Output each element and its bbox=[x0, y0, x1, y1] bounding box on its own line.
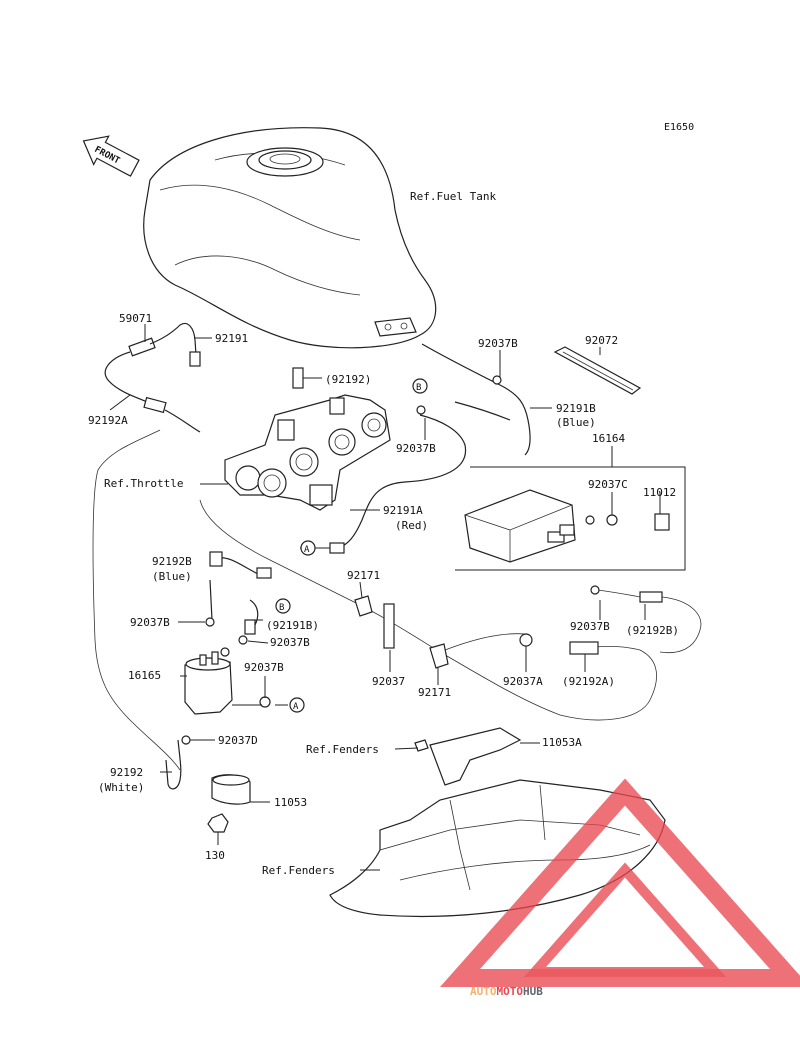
label-130: 130 bbox=[205, 849, 225, 862]
label-92191: 92191 bbox=[215, 332, 248, 345]
marker-a-left: A bbox=[300, 540, 316, 556]
label-92037b-2: 92037B bbox=[396, 442, 436, 455]
label-92191b-color: (Blue) bbox=[556, 416, 596, 429]
label-92037b-3: 92037B bbox=[130, 616, 170, 629]
label-92192a: 92192A bbox=[88, 414, 128, 427]
label-92037: 92037 bbox=[372, 675, 405, 688]
fenders bbox=[329, 727, 666, 918]
label-11053a: 11053A bbox=[542, 736, 582, 749]
label-92037a: 92037A bbox=[503, 675, 543, 688]
fuel-filter bbox=[184, 651, 233, 715]
label-92191b-paren: (92191B) bbox=[266, 619, 319, 632]
watermark-text: AUTOMOTOHUB bbox=[470, 985, 543, 998]
svg-text:A: A bbox=[293, 702, 299, 712]
label-92037b-6: 92037B bbox=[244, 661, 284, 674]
label-92192-paren: (92192) bbox=[325, 373, 371, 386]
label-92192-color: (White) bbox=[98, 781, 144, 794]
marker-b-mid: B bbox=[275, 598, 291, 614]
front-arrow: FRONT bbox=[82, 135, 140, 177]
label-59071: 59071 bbox=[119, 312, 152, 325]
label-11012: 11012 bbox=[643, 486, 676, 499]
label-92171-1: 92171 bbox=[347, 569, 380, 582]
svg-text:B: B bbox=[416, 383, 421, 393]
label-92037b-5: 92037B bbox=[570, 620, 610, 633]
marker-b-top: B bbox=[412, 378, 428, 394]
label-92192a-paren: (92192A) bbox=[562, 675, 615, 688]
label-92037b-1: 92037B bbox=[478, 337, 518, 350]
label-92072: 92072 bbox=[585, 334, 618, 347]
band-92072 bbox=[553, 346, 642, 395]
watermark-logo bbox=[439, 778, 800, 987]
label-92037d: 92037D bbox=[218, 734, 258, 747]
label-92191b: 92191B bbox=[556, 402, 596, 415]
throttle-body bbox=[224, 394, 391, 511]
fuel-tank bbox=[143, 127, 437, 349]
label-92191a: 92191A bbox=[383, 504, 423, 517]
svg-text:A: A bbox=[304, 545, 310, 555]
label-11053: 11053 bbox=[274, 796, 307, 809]
ref-throttle: Ref.Throttle bbox=[104, 477, 183, 490]
label-ref-fenders-1: Ref.Fenders bbox=[306, 743, 379, 756]
svg-text:B: B bbox=[279, 603, 284, 613]
canister bbox=[455, 466, 686, 571]
diagram-code: E1650 bbox=[664, 122, 694, 133]
label-16164: 16164 bbox=[592, 432, 625, 445]
label-92037b-4: 92037B bbox=[270, 636, 310, 649]
label-92192b: 92192B bbox=[152, 555, 192, 568]
label-92037c: 92037C bbox=[588, 478, 628, 491]
label-92171-2: 92171 bbox=[418, 686, 451, 699]
label-92192: 92192 bbox=[110, 766, 143, 779]
label-92191a-color: (Red) bbox=[395, 519, 428, 532]
part-labels: 59071 92191 (92192) 92192A 92037B 92072 … bbox=[88, 312, 679, 877]
hoses bbox=[92, 322, 702, 790]
label-92192b-paren: (92192B) bbox=[626, 624, 679, 637]
label-92192b-color: (Blue) bbox=[152, 570, 192, 583]
ref-fuel-tank: Ref.Fuel Tank bbox=[410, 190, 496, 203]
label-ref-fenders-2: Ref.Fenders bbox=[262, 864, 335, 877]
label-16165: 16165 bbox=[128, 669, 161, 682]
bracket-11053 bbox=[207, 774, 251, 833]
clamps bbox=[181, 375, 618, 745]
marker-a-lower: A bbox=[289, 697, 305, 713]
